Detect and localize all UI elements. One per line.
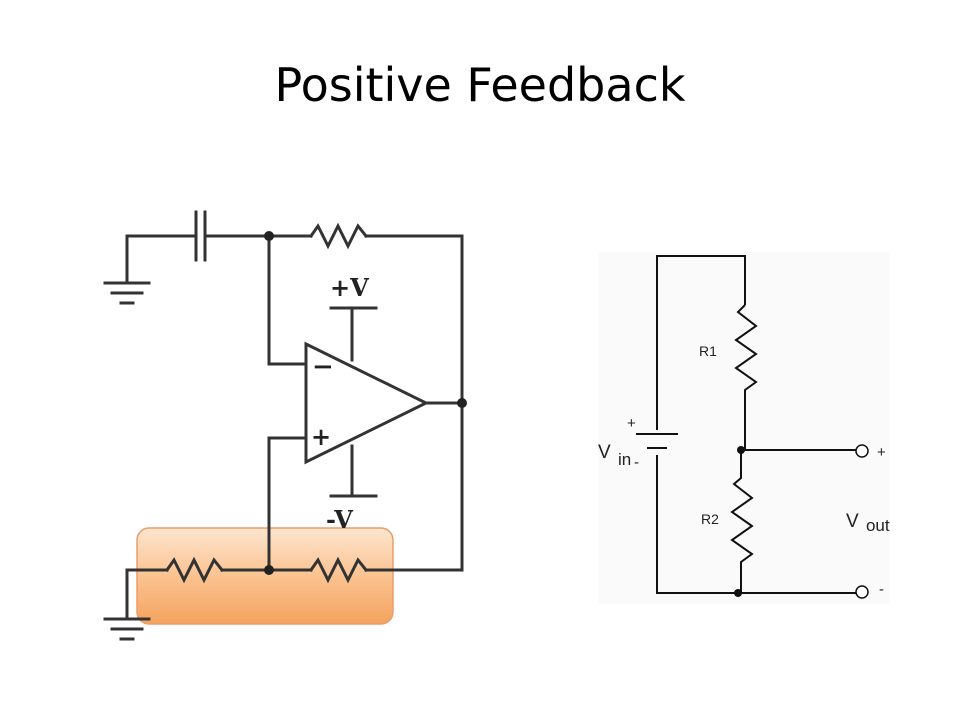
ground-symbol-bottom <box>103 568 151 641</box>
feedback-divider-highlight <box>136 527 394 625</box>
battery-minus-label: - <box>634 454 639 471</box>
battery-plus-label: + <box>627 415 636 432</box>
junction-dot-divider <box>264 565 274 575</box>
r2-resistor <box>730 450 754 593</box>
top-feedback-resistor <box>308 222 369 250</box>
divider-circuit: + - V in R1 + R2 - V out <box>598 252 890 604</box>
vout-minus-terminal <box>855 585 869 599</box>
junction-dot-bottom <box>734 589 742 597</box>
noninverting-input-label: + <box>311 422 331 451</box>
positive-supply-label: +V <box>330 273 369 302</box>
r2-label: R2 <box>701 511 719 527</box>
vout-main: V <box>846 511 859 532</box>
vout-subscript: out <box>866 516 890 535</box>
input-capacitor <box>194 210 207 262</box>
battery-vin <box>636 433 678 449</box>
divider-resistor-right <box>308 556 369 584</box>
vin-main: V <box>598 442 611 463</box>
slide-title: Positive Feedback <box>274 58 686 112</box>
negative-supply-label: -V <box>326 505 353 534</box>
vout-label: V out <box>846 511 890 535</box>
opamp-triangle <box>304 341 430 465</box>
inverting-input-label: − <box>312 352 334 382</box>
ground-symbol-top <box>103 234 151 305</box>
vout-plus-terminal <box>855 444 869 458</box>
r1-resistor <box>734 304 758 449</box>
junction-dot-output <box>457 398 467 408</box>
r1-label: R1 <box>699 343 717 359</box>
junction-dot-top <box>264 231 274 241</box>
divider-resistor-left <box>164 556 225 584</box>
vout-minus-label: - <box>879 581 884 598</box>
opamp-circuit: − + +V -V <box>103 210 467 641</box>
vout-plus-label: + <box>877 444 886 461</box>
vin-label: V in <box>598 442 631 469</box>
vin-subscript: in <box>618 450 631 469</box>
